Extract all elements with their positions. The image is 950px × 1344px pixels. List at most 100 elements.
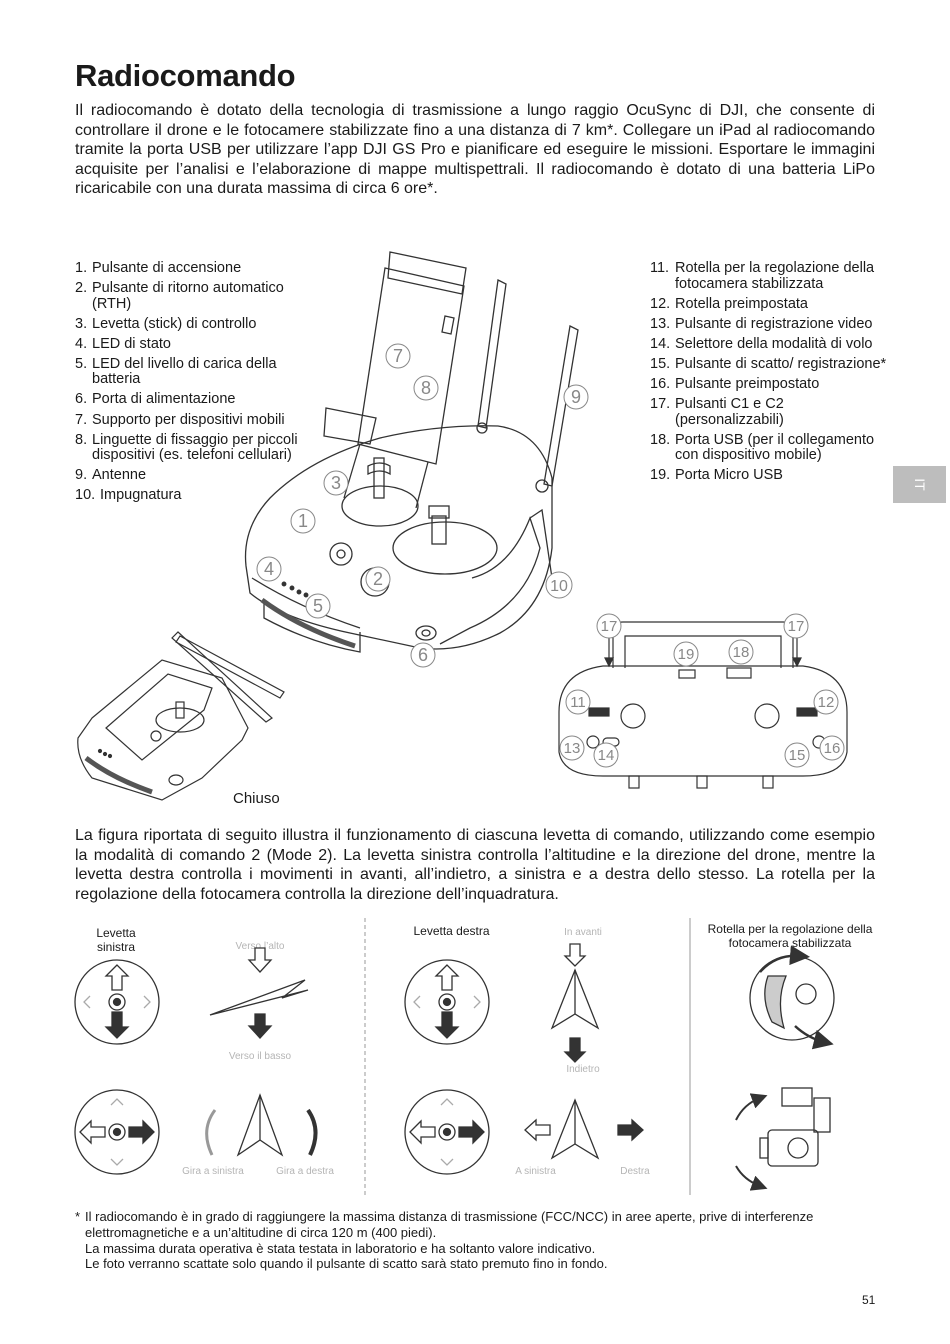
parts-list-number: 3.: [75, 315, 88, 332]
holder-arch: [612, 621, 794, 668]
svg-text:8: 8: [421, 378, 431, 398]
parts-list-item: 18.Porta USB (per il collegamento con di…: [650, 431, 890, 464]
callout-6: 6: [410, 642, 436, 668]
language-tab: IT: [893, 466, 946, 503]
label-turn-right: Gira a destra: [276, 1166, 334, 1177]
svg-text:3: 3: [331, 473, 341, 493]
callout-18: 18: [728, 639, 754, 665]
parts-list-number: 4.: [75, 335, 88, 352]
parts-list-number: 19.: [650, 467, 671, 484]
parts-list-text: Selettore della modalità di volo: [675, 335, 873, 352]
svg-text:1: 1: [298, 511, 308, 531]
stick-description-paragraph: La figura riportata di seguito illustra …: [75, 827, 875, 903]
label-left: A sinistra: [515, 1166, 556, 1177]
svg-text:11: 11: [570, 694, 586, 711]
parts-list-item: 8.Linguette di fissaggio per piccoli dis…: [75, 431, 300, 464]
callout-17-right: 17: [783, 613, 809, 639]
parts-list-item: 14.Selettore della modalità di volo: [650, 335, 890, 353]
label-backward: Indietro: [566, 1064, 600, 1075]
parts-list-text: Antenne: [92, 467, 147, 484]
parts-list-text: LED del livello di carica della batteria: [92, 355, 277, 388]
callout-19: 19: [673, 641, 699, 667]
callout-14: 14: [593, 742, 619, 768]
parts-list-item: 17.Pulsanti C1 e C2 (personalizzabili): [650, 396, 890, 428]
caption-closed: Chiuso: [233, 790, 280, 807]
parts-list-item: 12.Rotella preimpostata: [650, 295, 890, 313]
parts-list-text: Levetta (stick) di controllo: [92, 315, 257, 332]
parts-list-number: 14.: [650, 335, 671, 352]
mobile-holder: [357, 267, 465, 465]
parts-list-item: 6.Porta di alimentazione: [75, 392, 300, 408]
parts-list-number: 6.: [75, 391, 88, 408]
parts-list-number: 11.: [650, 260, 670, 276]
antenna-left: [477, 279, 507, 429]
parts-list-item: 9.Antenne: [75, 468, 300, 484]
parts-list-number: 1.: [75, 260, 88, 276]
footnote-line-2: La massima durata operativa è stata test…: [85, 1240, 596, 1256]
back-body: [558, 665, 848, 777]
parts-list-item: 3.Levetta (stick) di controllo: [75, 315, 300, 333]
parts-list-text: Rotella preimpostata: [675, 295, 808, 312]
label-right: Destra: [620, 1166, 650, 1177]
remote-closed-illustration: [77, 631, 285, 801]
svg-text:16: 16: [824, 740, 841, 757]
parts-list-item: 5.LED del livello di carica della batter…: [75, 355, 300, 388]
callout-1: 1: [290, 508, 316, 534]
callout-15: 15: [784, 742, 810, 768]
label-down: Verso il basso: [228, 1051, 292, 1062]
parts-list-number: 12.: [650, 295, 671, 312]
parts-list-number: 17.: [650, 396, 671, 413]
parts-list-text: Impugnatura: [100, 487, 182, 504]
parts-list-item: 16.Pulsante preimpostato: [650, 376, 890, 393]
intro-paragraph: Il radiocomando è dotato della tecnologi…: [75, 102, 875, 198]
parts-list-item: 2.Pulsante di ritorno automatico (RTH): [75, 280, 300, 312]
label-gimbal-dial: Rotella per la regolazione della fotocam…: [707, 922, 873, 950]
svg-text:17: 17: [601, 618, 618, 635]
svg-text:6: 6: [418, 645, 428, 665]
stick-circle-4: [404, 1089, 490, 1175]
parts-list-item: 13.Pulsante di registrazione video: [650, 315, 890, 333]
parts-list-item: 15.Pulsante di scatto/ registrazione*: [650, 355, 890, 373]
svg-text:7: 7: [393, 346, 403, 366]
parts-list-text: Linguette di fissaggio per piccoli dispo…: [92, 431, 298, 464]
stick-circle-2: [74, 1089, 160, 1175]
parts-list-item: 19.Porta Micro USB: [650, 468, 890, 484]
parts-list-number: 5.: [75, 355, 88, 372]
parts-list-number: 10.: [75, 487, 96, 504]
parts-list-number: 7.: [75, 411, 88, 428]
parts-list-number: 15.: [650, 355, 671, 372]
parts-list-item: 11.Rotella per la regolazione della foto…: [650, 260, 890, 292]
callout-13: 13: [559, 735, 585, 761]
callout-4: 4: [256, 556, 282, 582]
parts-list-item: 10.Impugnatura: [75, 488, 300, 504]
parts-list-text: Supporto per dispositivi mobili: [92, 411, 285, 428]
callout-7: 7: [385, 343, 411, 369]
label-turn-left: Gira a sinistra: [182, 1166, 244, 1177]
svg-text:4: 4: [264, 559, 274, 579]
parts-list-text: Pulsante di registrazione video: [675, 315, 873, 332]
holder-top-clamp: [387, 251, 467, 295]
stick-circle-1: [74, 959, 160, 1045]
svg-text:2: 2: [373, 569, 383, 589]
parts-list-text: Porta USB (per il collegamento con dispo…: [675, 431, 875, 464]
callout-9: 9: [563, 384, 589, 410]
footnote-line-1: Il radiocomando è in grado di raggiunger…: [85, 1209, 814, 1240]
parts-list-number: 2.: [75, 280, 88, 297]
svg-text:9: 9: [571, 387, 581, 407]
parts-list-item: 7.Supporto per dispositivi mobili: [75, 411, 300, 429]
callout-3: 3: [323, 470, 349, 496]
parts-list-text: Pulsante di ritorno automatico (RTH): [92, 280, 284, 312]
svg-text:13: 13: [564, 740, 581, 757]
svg-text:5: 5: [313, 596, 323, 616]
callout-17-left: 17: [596, 613, 622, 639]
parts-list-number: 9.: [75, 467, 88, 484]
callout-11: 11: [565, 689, 591, 715]
svg-text:18: 18: [733, 644, 750, 661]
svg-text:14: 14: [598, 747, 615, 764]
remote-front-illustration: 7 8 9 3 1 4 2 5 10 6: [244, 251, 589, 668]
parts-list-text: Pulsante di scatto/ registrazione*: [675, 355, 887, 372]
parts-list-text: Pulsante di accensione: [92, 260, 242, 276]
parts-list-item: 4.LED di stato: [75, 335, 300, 353]
remote-back-illustration: 17 17 19 18 11 12 13 14 15 16: [558, 613, 848, 789]
